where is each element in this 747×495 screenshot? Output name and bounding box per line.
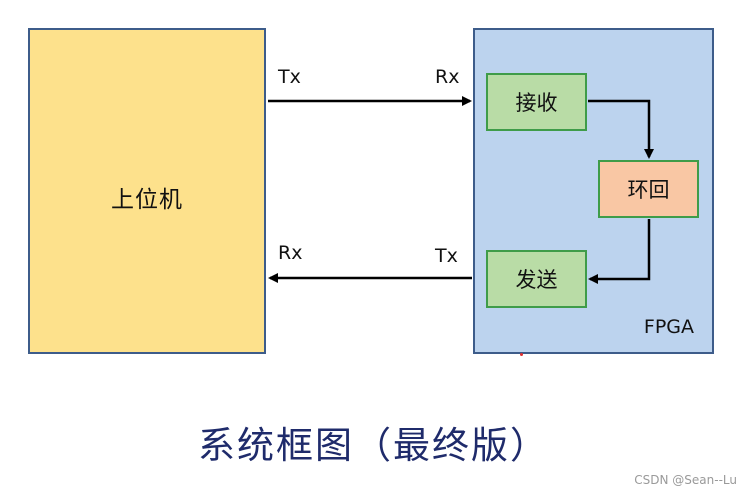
watermark: CSDN @Sean--Lu bbox=[634, 473, 737, 487]
host-computer-block: 上位机 bbox=[28, 28, 266, 354]
host-computer-label: 上位机 bbox=[111, 187, 183, 213]
stray-dot bbox=[520, 353, 523, 356]
diagram-caption: 系统框图（最终版） bbox=[198, 424, 549, 467]
receive-module: 接收 bbox=[486, 73, 587, 131]
host-rx-label: Rx bbox=[278, 242, 303, 264]
loopback-module: 环回 bbox=[598, 160, 699, 218]
loopback-to-send-arrow bbox=[588, 219, 651, 284]
fpga-label: FPGA bbox=[643, 316, 694, 338]
host-tx-label: Tx bbox=[278, 66, 301, 88]
fpga-tx-label: Tx bbox=[435, 245, 458, 267]
loopback-module-label: 环回 bbox=[627, 178, 670, 202]
receive-module-label: 接收 bbox=[515, 91, 558, 115]
send-module: 发送 bbox=[486, 250, 587, 308]
fpga-rx-label: Rx bbox=[435, 66, 460, 88]
receive-to-loopback-arrow bbox=[588, 99, 654, 159]
send-module-label: 发送 bbox=[515, 268, 558, 292]
